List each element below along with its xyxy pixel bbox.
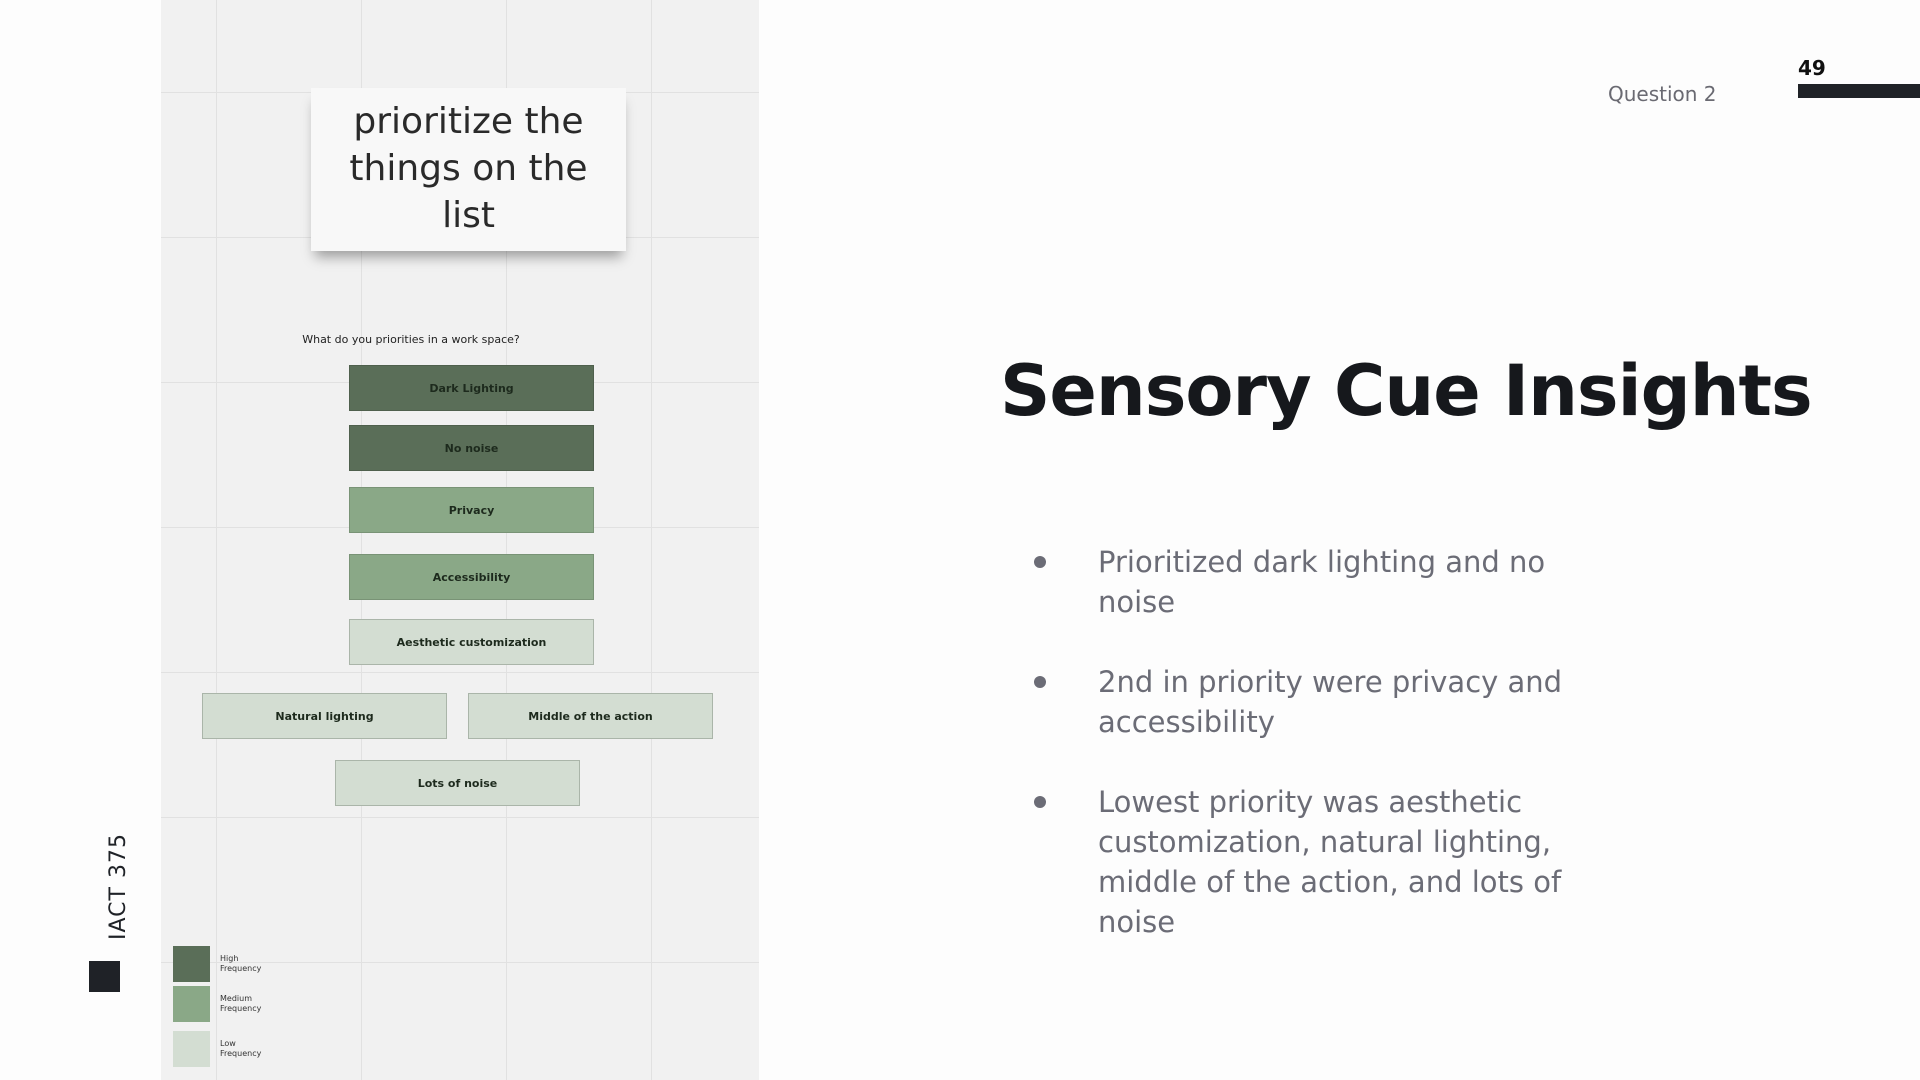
- priority-box-aesthetic-customization: Aesthetic customization: [349, 619, 594, 665]
- insight-list: Prioritized dark lighting and no noise 2…: [1034, 542, 1574, 982]
- legend-label: Frequency: [220, 1004, 262, 1013]
- slide-title: Sensory Cue Insights: [1000, 350, 1813, 432]
- insight-item: Prioritized dark lighting and no noise: [1034, 542, 1574, 622]
- page-number: 49: [1798, 56, 1826, 80]
- sticky-note: prioritize the things on the list: [311, 88, 626, 251]
- board-question: What do you priorities in a work space?: [302, 333, 520, 346]
- legend-label: High: [220, 954, 239, 963]
- insight-text: Lowest priority was aesthetic customizat…: [1098, 785, 1562, 939]
- legend-medium-frequency: Medium Frequency: [173, 986, 261, 1022]
- insight-text: 2nd in priority were privacy and accessi…: [1098, 665, 1563, 739]
- page-number-bar: [1798, 84, 1920, 98]
- insight-text: Prioritized dark lighting and no noise: [1098, 545, 1546, 619]
- priority-box-natural-lighting: Natural lighting: [202, 693, 447, 739]
- bullet-dot-icon: [1034, 556, 1046, 568]
- legend-label: Low: [220, 1039, 236, 1048]
- legend-low-frequency: Low Frequency: [173, 1031, 261, 1067]
- insight-item: 2nd in priority were privacy and accessi…: [1034, 662, 1574, 742]
- course-square-marker: [89, 961, 120, 992]
- bullet-dot-icon: [1034, 796, 1046, 808]
- legend-label: Frequency: [220, 964, 262, 973]
- insight-item: Lowest priority was aesthetic customizat…: [1034, 782, 1574, 942]
- course-label: IACT 375: [106, 833, 131, 940]
- priority-box-no-noise: No noise: [349, 425, 594, 471]
- priority-box-accessibility: Accessibility: [349, 554, 594, 600]
- legend-swatch-medium: [173, 986, 210, 1022]
- legend-swatch-high: [173, 946, 210, 982]
- legend-swatch-low: [173, 1031, 210, 1067]
- priority-box-dark-lighting: Dark Lighting: [349, 365, 594, 411]
- section-label: Question 2: [1608, 82, 1717, 106]
- priority-box-lots-of-noise: Lots of noise: [335, 760, 580, 806]
- legend-label: Medium: [220, 994, 252, 1003]
- legend-high-frequency: High Frequency: [173, 946, 261, 982]
- priority-box-middle-of-the-action: Middle of the action: [468, 693, 713, 739]
- priority-box-privacy: Privacy: [349, 487, 594, 533]
- legend-label: Frequency: [220, 1049, 262, 1058]
- whiteboard-image: prioritize the things on the list What d…: [161, 0, 759, 1080]
- bullet-dot-icon: [1034, 676, 1046, 688]
